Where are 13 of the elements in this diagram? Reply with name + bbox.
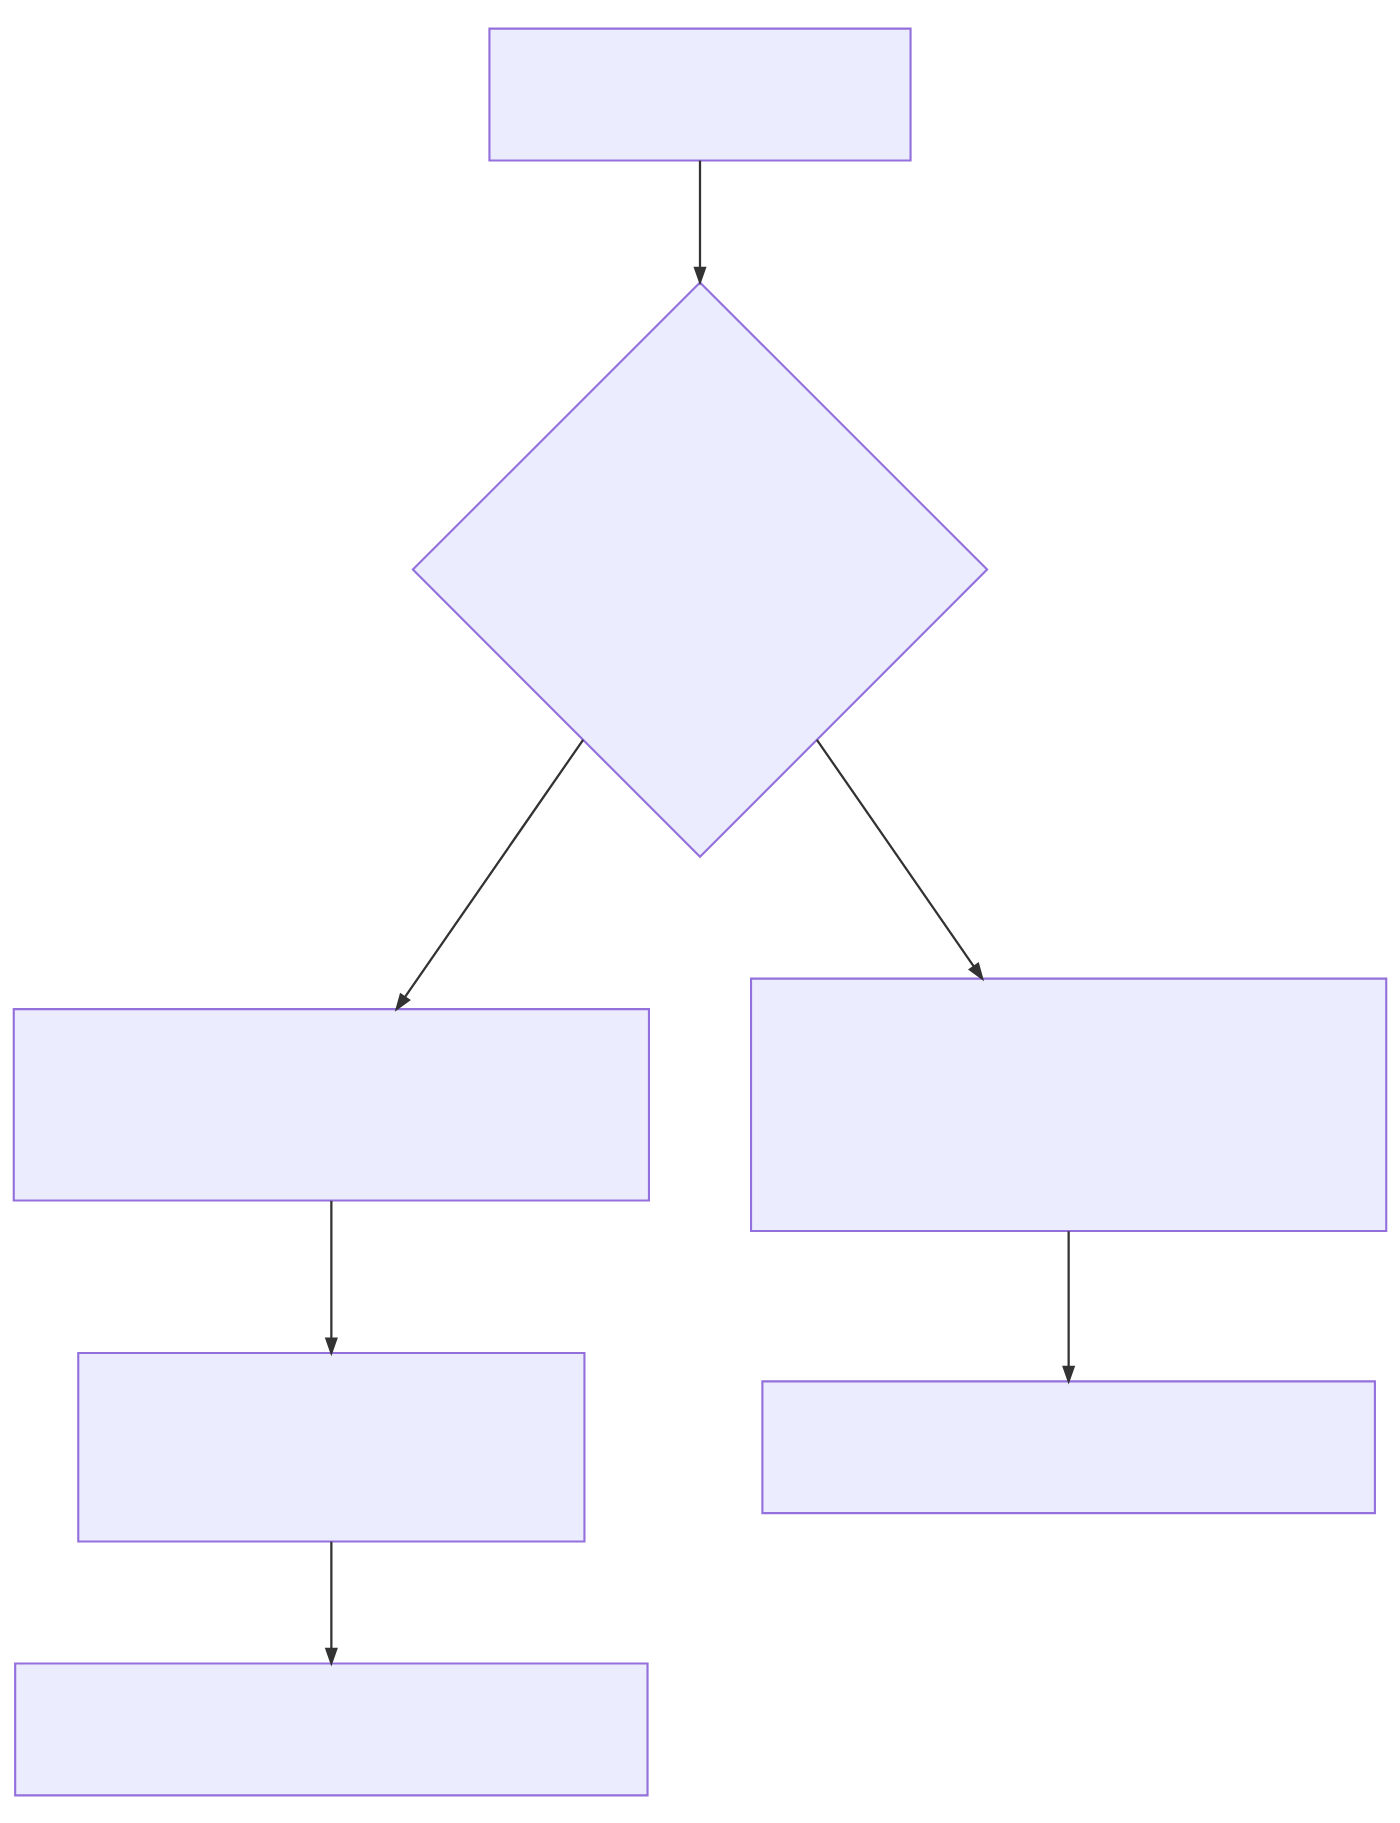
arrow (394, 738, 585, 1012)
node-box (12, 1007, 651, 1202)
node-box (749, 977, 1388, 1232)
arrow (693, 160, 707, 285)
arrow (324, 1200, 338, 1356)
node-box (488, 27, 912, 162)
node-box (761, 1379, 1376, 1514)
node-diamond (411, 280, 989, 858)
arrow (324, 1541, 338, 1667)
node-box (14, 1661, 649, 1796)
arrow (815, 738, 985, 981)
arrow (1062, 1230, 1076, 1384)
node-box (77, 1351, 586, 1543)
